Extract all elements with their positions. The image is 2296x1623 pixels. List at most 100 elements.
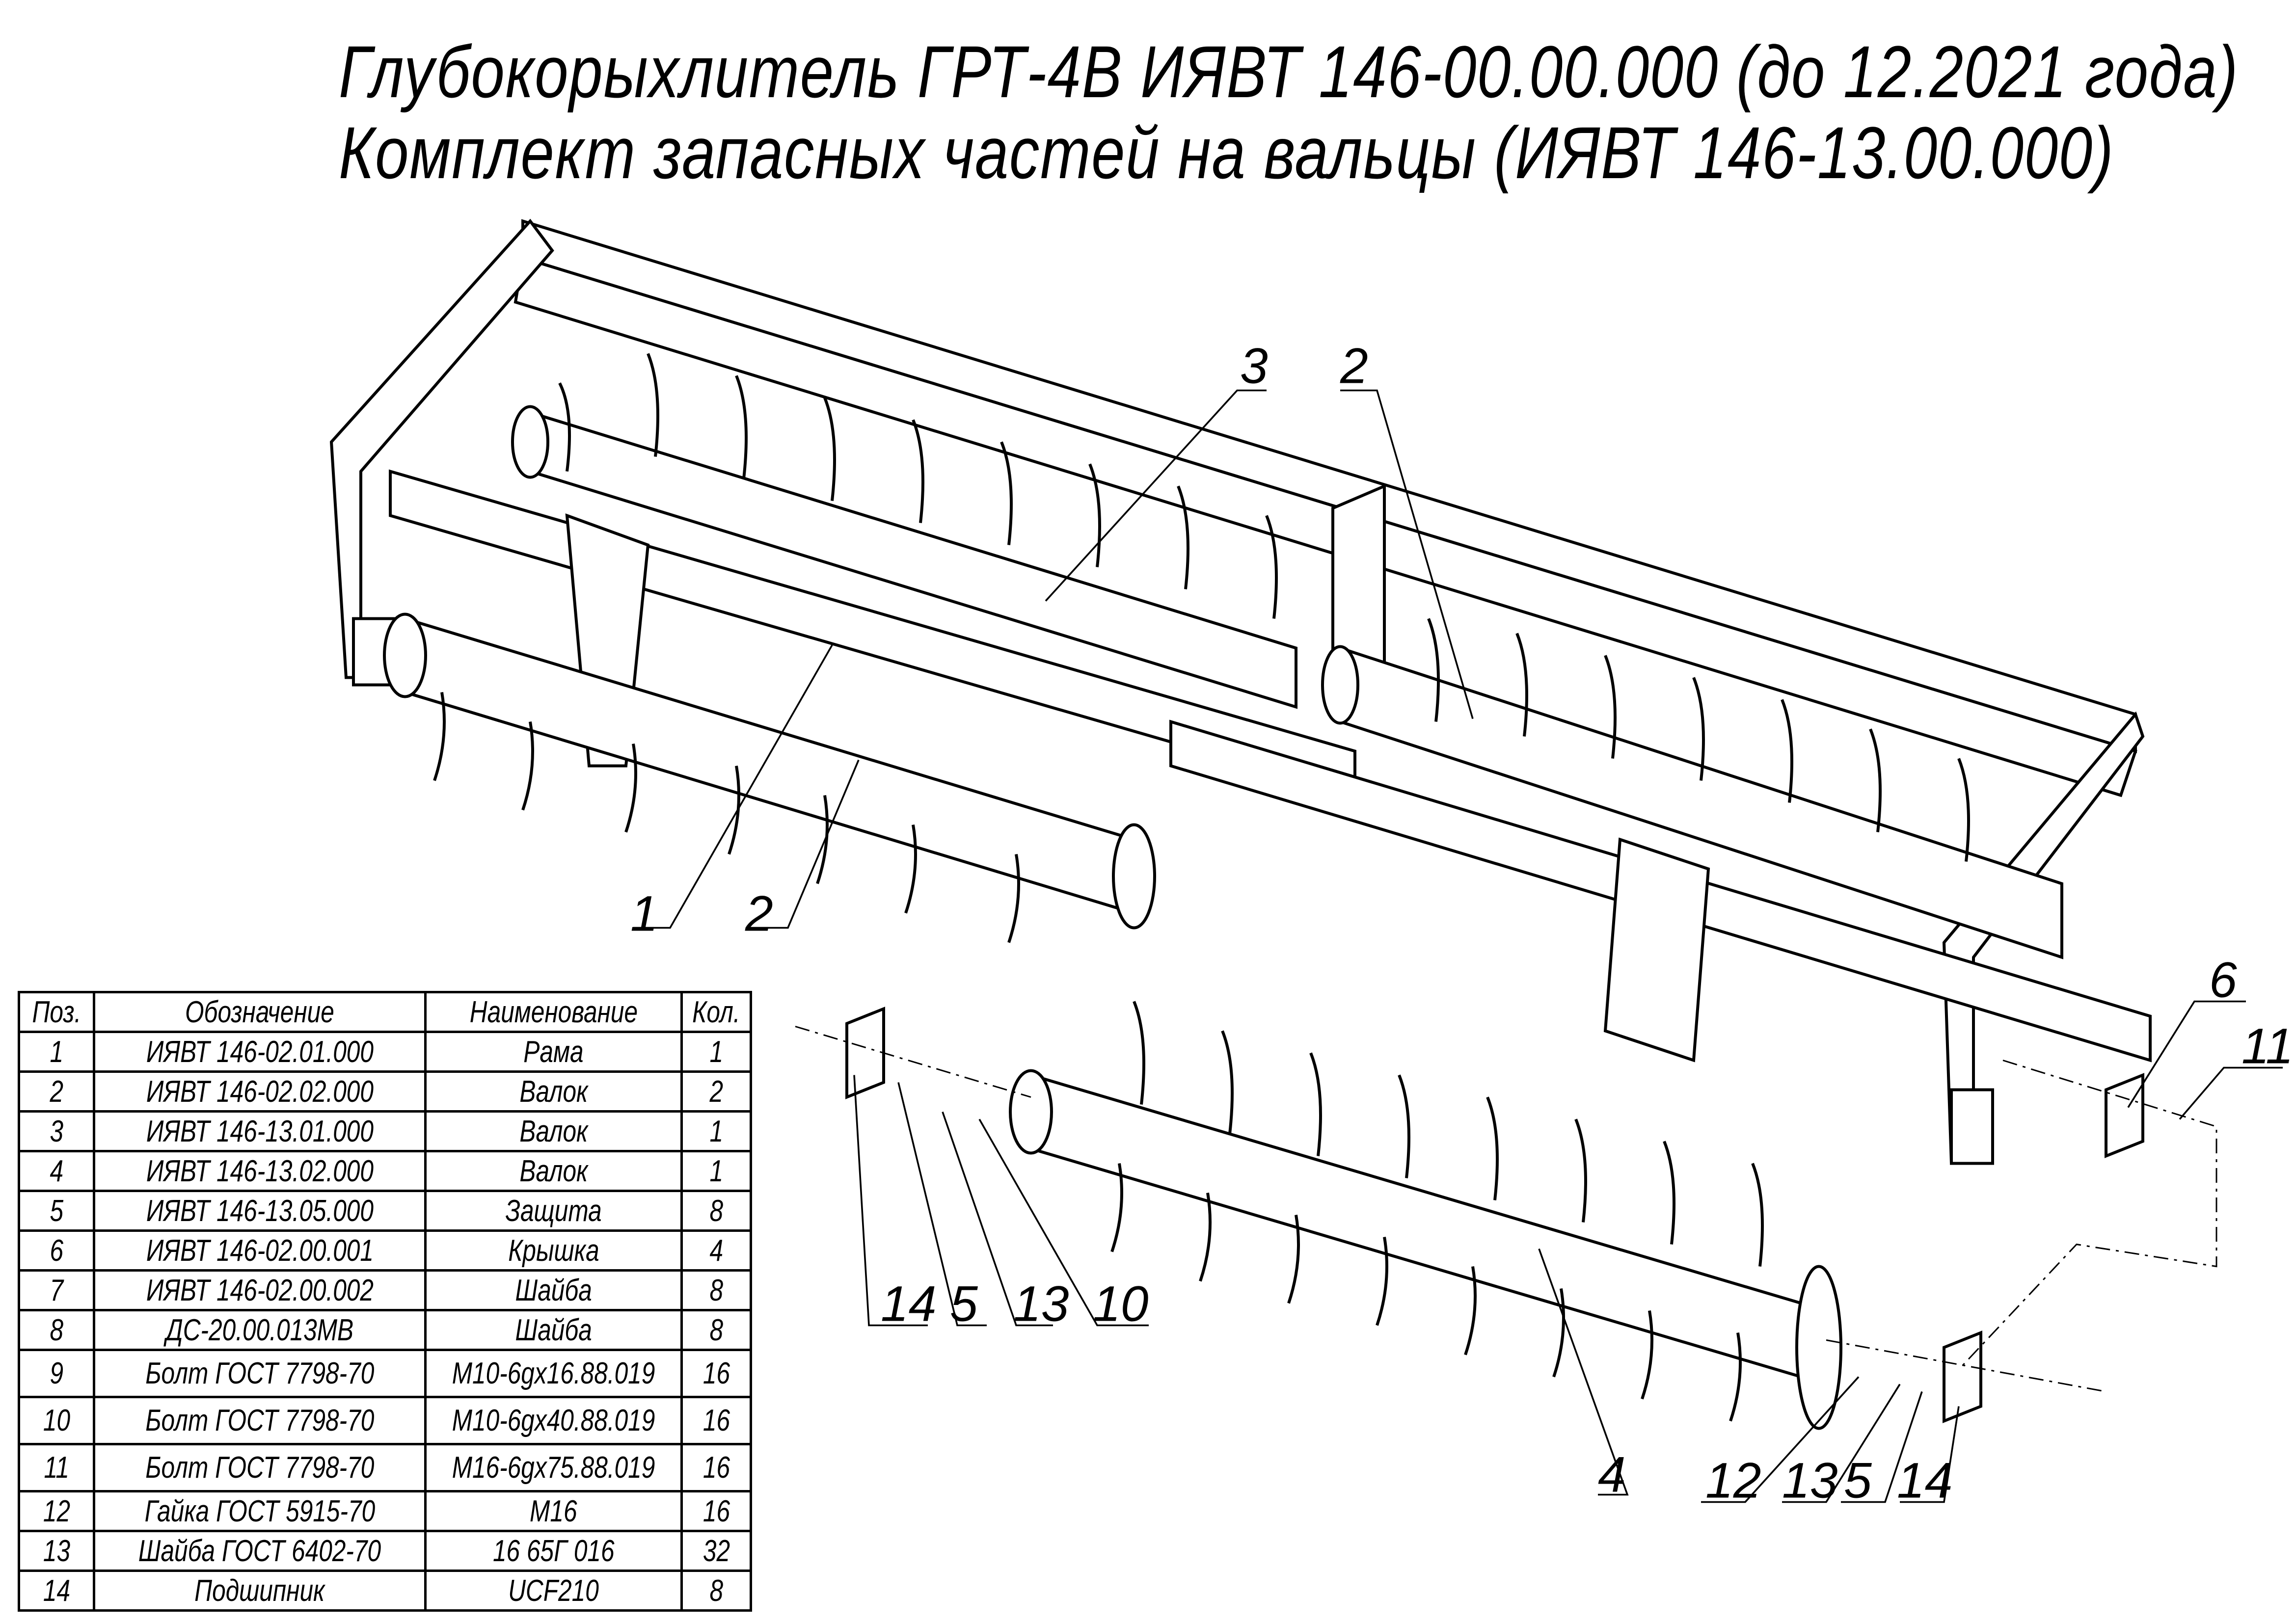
callout-3: 3 [1240, 338, 1268, 394]
table-row: 5 ИЯВТ 146-13.05.000 Защита 8 [18, 1190, 753, 1232]
table-row: 2 ИЯВТ 146-02.02.000 Валок 2 [18, 1070, 753, 1113]
cell-name: Валок [519, 1074, 588, 1109]
header-pos: Поз. [32, 995, 81, 1029]
cell-name: М16 [530, 1494, 577, 1528]
cell-qty: 1 [709, 1035, 723, 1069]
cell-pos: 5 [50, 1194, 63, 1228]
table-row: 13 Шайба ГОСТ 6402-70 16 65Г 016 32 [18, 1530, 753, 1572]
cell-qty: 4 [709, 1233, 723, 1268]
cell-name: М10-6gх40.88.019 [452, 1404, 655, 1437]
drawing-subtitle: Комплект запасных частей на вальцы (ИЯВТ… [339, 111, 2114, 194]
callout-14: 14 [881, 1276, 936, 1332]
table-row: 14 Подшипник UCF210 8 [18, 1570, 753, 1612]
callout-11: 11 [2242, 1018, 2294, 1074]
roller-right [1321, 645, 2063, 959]
table-row: 7 ИЯВТ 146-02.00.002 Шайба 8 [18, 1269, 753, 1311]
callout-1: 1 [630, 886, 658, 942]
cell-qty: 32 [702, 1534, 730, 1568]
cell-qty: 16 [702, 1357, 730, 1390]
cell-designation: Шайба ГОСТ 6402-70 [138, 1534, 381, 1568]
table-row: 4 ИЯВТ 146-13.02.000 Валок 1 [18, 1150, 753, 1192]
header-qty: Кол. [692, 995, 740, 1029]
cell-name: Защита [505, 1194, 602, 1228]
cell-name: М16-6gх75.88.019 [452, 1451, 655, 1485]
cell-pos: 11 [44, 1451, 69, 1485]
cell-designation: Подшипник [194, 1573, 325, 1608]
table-row: 6 ИЯВТ 146-02.00.001 Крышка 4 [18, 1229, 753, 1272]
roller-upper-left [511, 405, 1297, 709]
table-row: 8 ДС-20.00.013МВ Шайба 8 [18, 1309, 753, 1351]
cell-pos: 3 [50, 1114, 63, 1148]
cell-name: Шайба [515, 1313, 592, 1347]
callout-14: 14 [1897, 1453, 1952, 1509]
cell-pos: 7 [50, 1273, 63, 1307]
cell-name: Валок [519, 1154, 588, 1188]
callout-4: 4 [1598, 1447, 1626, 1503]
cell-name: Шайба [515, 1273, 592, 1307]
header-designation: Обозначение [185, 995, 334, 1029]
cell-qty: 16 [702, 1451, 730, 1485]
table-row: 3 ИЯВТ 146-13.01.000 Валок 1 [18, 1110, 753, 1152]
cell-designation: ИЯВТ 146-13.01.000 [146, 1114, 374, 1148]
frame-rama [329, 218, 2152, 1165]
roller-exploded [795, 1007, 2217, 1430]
cell-pos: 14 [43, 1573, 70, 1608]
table-row: 11 Болт ГОСТ 7798-70 М16-6gх75.88.019 16 [18, 1443, 753, 1492]
callout-10: 10 [1093, 1276, 1148, 1332]
cell-name: UCF210 [508, 1573, 599, 1608]
cell-qty: 8 [709, 1573, 723, 1608]
cell-qty: 8 [709, 1273, 723, 1307]
cell-designation: ИЯВТ 146-02.00.002 [146, 1273, 374, 1307]
table-row: 9 Болт ГОСТ 7798-70 М10-6gх16.88.019 16 [18, 1349, 753, 1398]
cell-name: Рама [523, 1035, 584, 1069]
callout-13: 13 [1013, 1276, 1069, 1332]
callout-5: 5 [950, 1276, 978, 1332]
cell-designation: ИЯВТ 146-13.05.000 [146, 1194, 374, 1228]
position-callouts: 3 2 1 2 14 5 13 10 4 12 13 5 14 6 11 [630, 338, 2294, 1509]
cell-designation: ИЯВТ 146-02.02.000 [146, 1074, 374, 1109]
cell-qty: 8 [709, 1194, 723, 1228]
table-header-row: Поз. Обозначение Наименование Кол. [18, 991, 753, 1033]
cell-designation: ИЯВТ 146-13.02.000 [146, 1154, 374, 1188]
cell-name: М10-6gх16.88.019 [452, 1357, 655, 1390]
cell-qty: 16 [702, 1404, 730, 1437]
roller-lower-left [383, 612, 1156, 930]
cell-designation: ИЯВТ 146-02.01.000 [146, 1035, 374, 1069]
cell-pos: 10 [43, 1404, 70, 1437]
cell-name: Крышка [508, 1233, 599, 1268]
callout-5: 5 [1844, 1453, 1872, 1509]
cell-pos: 2 [50, 1074, 63, 1109]
cell-pos: 6 [50, 1233, 63, 1268]
cell-qty: 2 [709, 1074, 723, 1109]
cell-designation: Болт ГОСТ 7798-70 [145, 1404, 375, 1437]
cell-name: Валок [519, 1114, 588, 1148]
callout-2: 2 [745, 886, 773, 942]
cell-qty: 8 [709, 1313, 723, 1347]
cell-pos: 1 [50, 1035, 63, 1069]
cell-designation: ИЯВТ 146-02.00.001 [146, 1233, 374, 1268]
cell-designation: Болт ГОСТ 7798-70 [145, 1357, 375, 1390]
cell-pos: 12 [43, 1494, 70, 1528]
cell-qty: 16 [702, 1494, 730, 1528]
callout-12: 12 [1705, 1453, 1761, 1509]
cell-pos: 9 [50, 1357, 63, 1390]
cell-qty: 1 [709, 1154, 723, 1188]
drawing-title: Глубокорыхлитель ГРТ-4В ИЯВТ 146-00.00.0… [339, 30, 2239, 113]
table-row: 10 Болт ГОСТ 7798-70 М10-6gх40.88.019 16 [18, 1396, 753, 1445]
cell-designation: ДС-20.00.013МВ [165, 1313, 354, 1347]
header-name: Наименование [469, 995, 638, 1029]
cell-pos: 8 [50, 1313, 63, 1347]
cell-qty: 1 [709, 1114, 723, 1148]
table-row: 12 Гайка ГОСТ 5915-70 М16 16 [18, 1490, 753, 1532]
leader-lines [633, 389, 2283, 1503]
callout-2: 2 [1340, 338, 1368, 394]
callout-6: 6 [2209, 952, 2237, 1008]
cell-pos: 13 [43, 1534, 70, 1568]
cell-designation: Гайка ГОСТ 5915-70 [144, 1494, 375, 1528]
cell-designation: Болт ГОСТ 7798-70 [145, 1451, 375, 1485]
cell-pos: 4 [50, 1154, 63, 1188]
cell-name: 16 65Г 016 [492, 1534, 615, 1568]
callout-13: 13 [1782, 1453, 1837, 1509]
